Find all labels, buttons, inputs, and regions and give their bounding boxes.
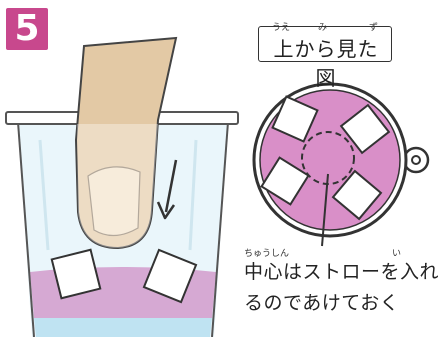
ruby-ue: うえ <box>272 23 291 33</box>
ice-cube-top <box>271 95 319 143</box>
glass-left-wall <box>17 121 35 338</box>
ice-cube-top <box>339 103 391 155</box>
ice-cube-top <box>260 156 310 206</box>
glass-reflection-right <box>188 139 198 251</box>
top-view-diagram <box>252 82 430 247</box>
finger-behind-glass <box>77 124 158 248</box>
ruby-zu: ず <box>369 23 379 33</box>
ice-cube <box>50 248 102 300</box>
glass-bottom <box>34 318 212 337</box>
cup-handle-hole <box>411 155 421 165</box>
ruby-chuushin: ちゅうしん <box>244 249 290 259</box>
pointer-line <box>321 173 329 247</box>
down-arrow-icon <box>156 159 178 220</box>
note-line-2: るのであけておく <box>244 292 400 314</box>
top-view-title-box <box>258 26 392 62</box>
top-view-title: 上から見た図 <box>273 37 379 90</box>
ruby-i: い <box>392 249 402 259</box>
glass-reflection <box>38 139 50 251</box>
glass-right-wall <box>211 121 229 338</box>
ice-cube-top <box>331 169 383 221</box>
ruby-mi: み <box>318 23 328 33</box>
ice-cubes-side <box>50 248 198 304</box>
finger-illustration <box>74 36 178 250</box>
step-number-badge: 5 <box>6 8 48 50</box>
ice-cube <box>142 248 198 304</box>
note-line-1: 中心はストローを入れ <box>244 261 440 283</box>
fingernail <box>87 166 141 237</box>
